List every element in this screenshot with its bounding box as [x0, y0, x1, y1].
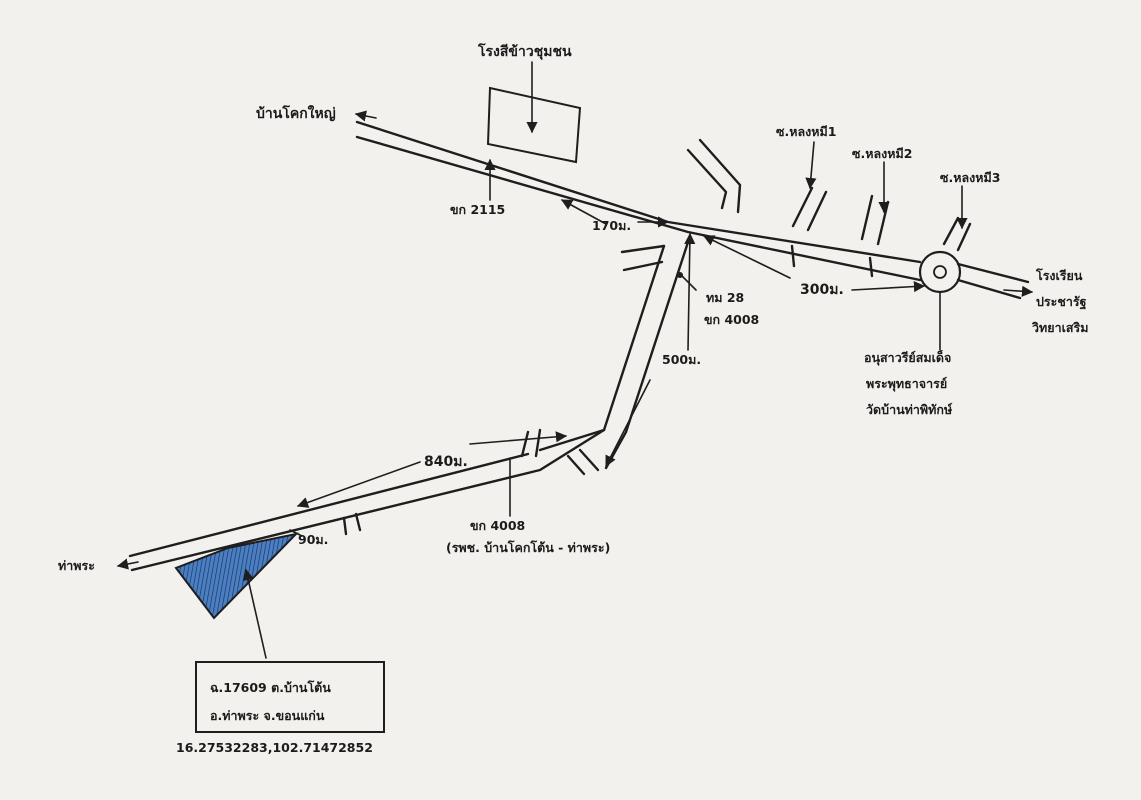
- road-4008-label-b: ขก 4008: [470, 518, 525, 533]
- side-roads-bottom: [620, 244, 874, 278]
- main-road-lower: [128, 428, 606, 572]
- village-label: บ้านโคกใหญ่: [256, 104, 336, 122]
- soi-1-label: ซ.หลงหมี1: [776, 124, 836, 139]
- road-28-label: ทม 28: [706, 290, 744, 305]
- distance-90-label: 90ม.: [298, 532, 328, 547]
- soi-2-label: ซ.หลงหมี2: [852, 146, 912, 161]
- tha-phra-label: ท่าพระ: [58, 558, 95, 573]
- plot-location-line: อ.ท่าพระ จ.ขอนแก่น: [210, 708, 325, 723]
- distance-300-label: 300ม.: [800, 282, 844, 298]
- school-label-2: ประชารัฐ: [1036, 294, 1087, 310]
- plot-info-box: ฉ.17609 ต.บ้านโต้น อ.ท่าพระ จ.ขอนแก่น: [195, 661, 385, 733]
- distance-840-label: 840ม.: [424, 454, 468, 470]
- distance-500-label: 500ม.: [662, 352, 701, 367]
- school-label-3: วิทยาเสริม: [1031, 320, 1088, 335]
- coordinates-label: 16.27532283,102.71472852: [176, 740, 373, 755]
- roundabout-icon: [918, 250, 962, 294]
- monument-label-2: พระพุทธาจารย์: [866, 376, 947, 392]
- map-labels: โรงสีข้าวชุมชน บ้านโคกใหญ่ ขก 2115 170ม.…: [58, 42, 1088, 573]
- side-roads-top: [686, 138, 972, 252]
- soi-3-label: ซ.หลงหมี3: [940, 170, 1000, 185]
- monument-label-1: อนุสาวรีย์สมเด็จ: [864, 350, 951, 366]
- road-4008-label-a: ขก 4008: [704, 312, 759, 327]
- road-2115-label: ขก 2115: [450, 202, 505, 217]
- monument-label-3: วัดบ้านท่าพิทักษ์: [866, 402, 952, 417]
- rice-mill-building: [486, 86, 582, 164]
- road-4008-description: (รพช. บ้านโคกโต้น - ท่าพระ): [446, 540, 610, 555]
- arrow-icons: [116, 61, 1034, 659]
- school-label-1: โรงเรียน: [1035, 268, 1083, 283]
- land-plot: [174, 532, 299, 620]
- distance-170-label: 170ม.: [592, 218, 631, 233]
- plot-title-line: ฉ.17609 ต.บ้านโต้น: [210, 680, 331, 695]
- rice-mill-label: โรงสีข้าวชุมชน: [477, 42, 572, 60]
